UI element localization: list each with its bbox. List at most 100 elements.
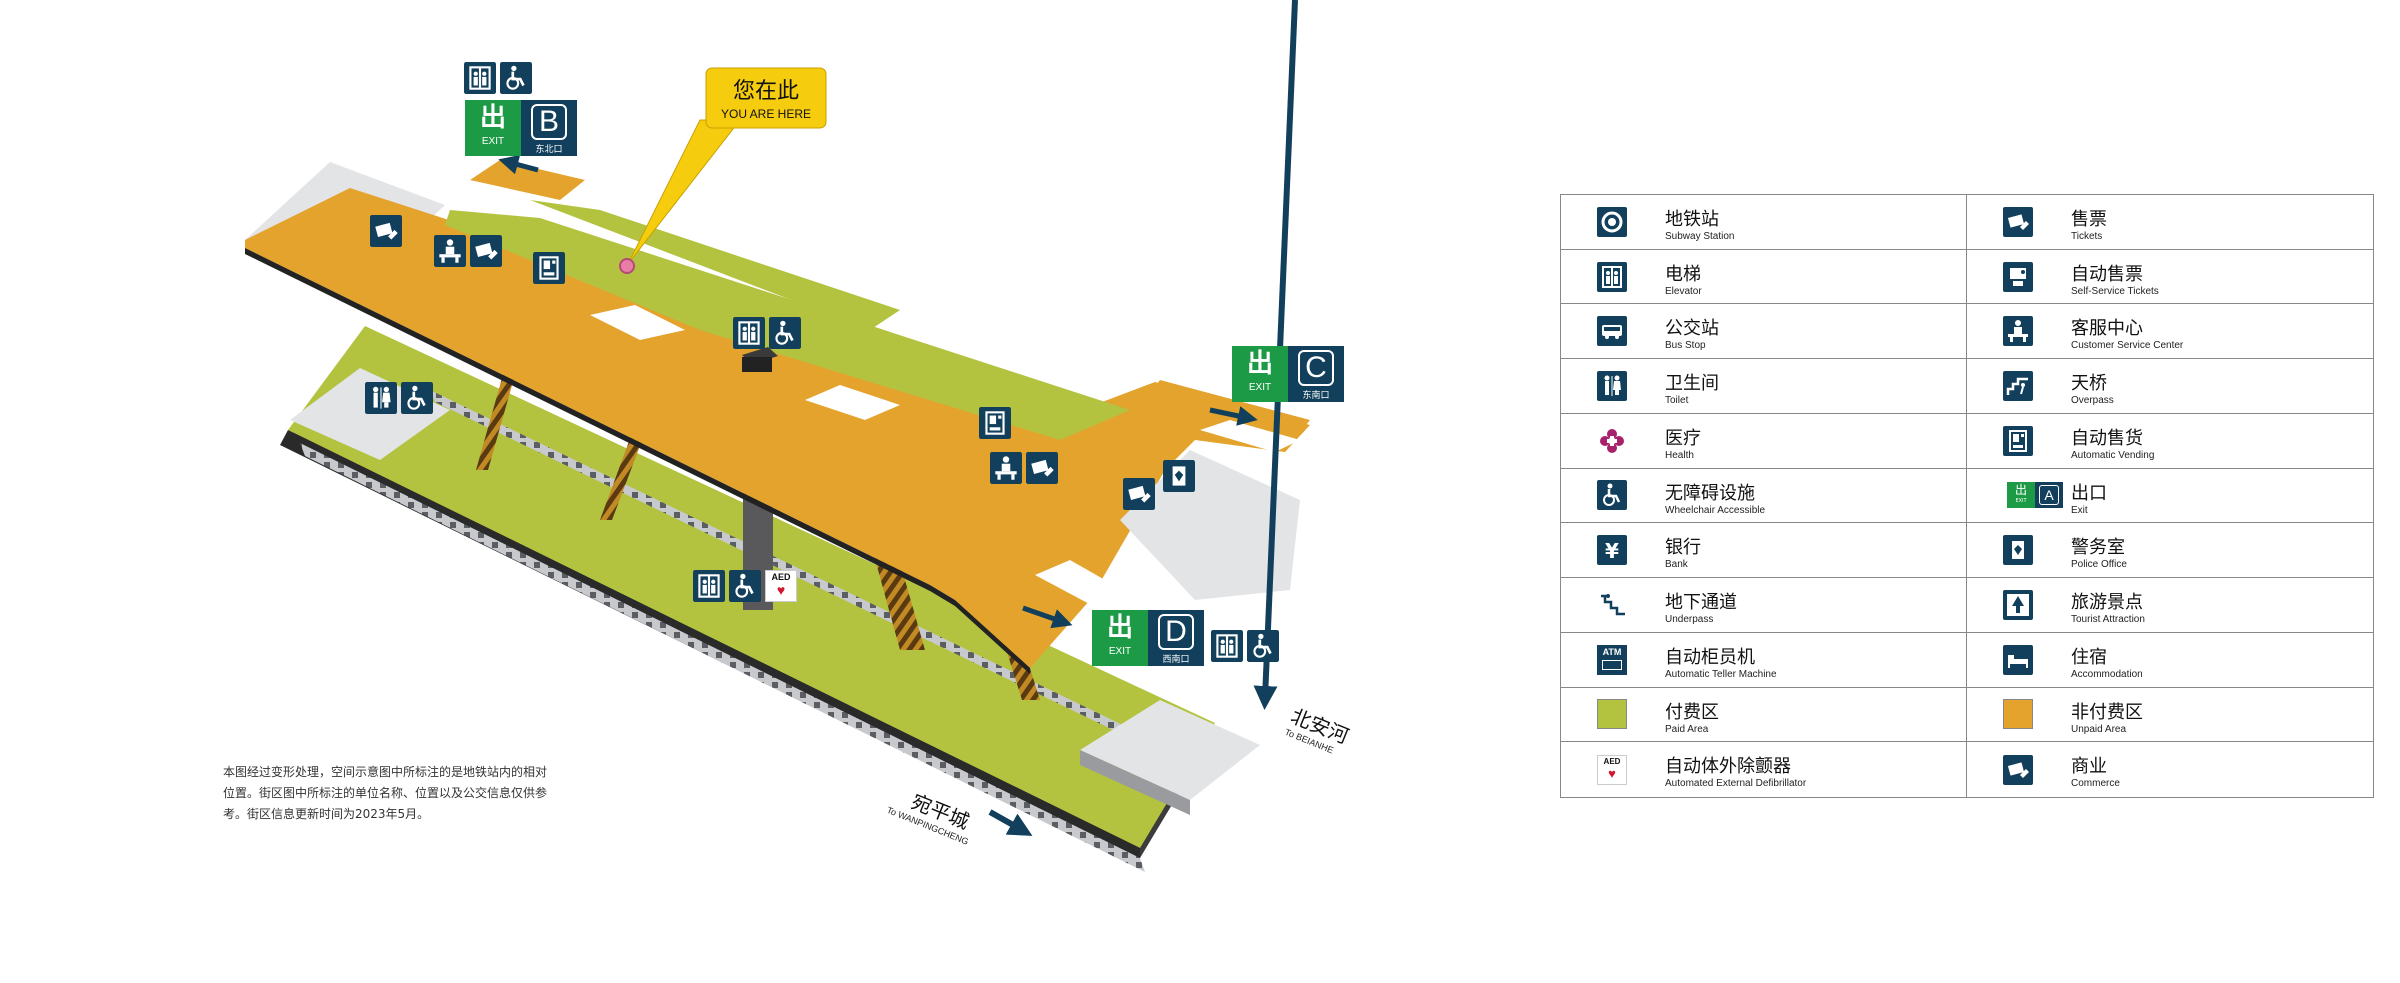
exit-letter-panel: D 西南口 South West Exit — [1148, 610, 1204, 670]
unpaid-area-swatch — [2003, 699, 2033, 730]
atm-icon: ATM — [1597, 644, 1627, 675]
map-wheelchair-icon — [1247, 630, 1279, 662]
customer-service-icon — [2003, 316, 2033, 347]
unpaid-area-floor — [245, 188, 1310, 668]
legend-label-en: Automated External Defibrillator — [1665, 778, 1807, 790]
exit-word: EXIT — [2015, 498, 2027, 505]
toilet-icon — [1597, 371, 1627, 402]
map-customer-service-icon — [990, 452, 1022, 484]
exit-glyph: 出 — [1246, 349, 1273, 379]
legend-label-en: Tickets — [2071, 231, 2103, 242]
exit-en: North East Exit — [535, 155, 563, 160]
commerce-icon — [2003, 754, 2033, 785]
legend-label-zh: 客服中心 — [2071, 318, 2143, 340]
svg-text:¥: ¥ — [1605, 539, 1619, 563]
map-vending-icon — [979, 407, 1011, 439]
legend-label-en: Health — [1665, 449, 1694, 461]
exit-green-panel: 出 EXIT — [1232, 346, 1288, 402]
legend-label-en: Toilet — [1665, 395, 1689, 407]
map-tickets-icon — [1123, 478, 1155, 510]
legend-label-en: Automatic Vending — [2071, 449, 2155, 461]
map-toilet-icon — [365, 382, 397, 414]
map-wheelchair-icon — [729, 570, 761, 602]
aed-icon: AED ♥ — [1597, 754, 1627, 785]
legend-label-en: Paid Area — [1665, 723, 1709, 735]
exit-zh: 东南口 — [1302, 391, 1330, 401]
wall-block-west — [290, 368, 450, 460]
exit-icon: 出 EXIT A — [2007, 482, 2063, 509]
legend-label-en: Tourist Attraction — [2071, 614, 2145, 626]
subway-station-icon — [1597, 206, 1627, 237]
legend-label-zh: 非付费区 — [2071, 701, 2143, 723]
exit-word: EXIT — [481, 136, 505, 147]
wall-block-east — [1080, 700, 1260, 800]
exit-letter-panel: C 东南口 South East Exit — [1288, 346, 1344, 406]
legend-label-en: Wheelchair Accessible — [1665, 504, 1766, 516]
you-are-here-en: YOU ARE HERE — [720, 107, 812, 121]
exit-letter-panel: B 东北口 North East Exit — [521, 100, 577, 160]
legend-label-zh: 自动售货 — [2071, 427, 2143, 449]
legend-label-zh: 电梯 — [1665, 263, 1701, 285]
health-icon — [1597, 426, 1627, 456]
legend-label-zh: 售票 — [2071, 209, 2107, 230]
station-map: 出 EXIT B 东北口 North East Exit 出 EXIT C 东南… — [223, 0, 1352, 872]
legend-label-en: Automatic Teller Machine — [1665, 668, 1777, 680]
legend-label-zh: 旅游景点 — [2071, 592, 2143, 614]
legend-label-en: Police Office — [2071, 559, 2127, 571]
arrow-wanpingcheng — [988, 809, 1033, 836]
exit-zh: 东北口 — [535, 145, 563, 155]
exit-en: South East Exit — [1302, 401, 1330, 406]
map-customer-service-icon — [434, 235, 466, 267]
exit-glyph: 出 — [479, 103, 506, 133]
map-vending-icon — [533, 252, 565, 284]
tickets-icon — [2003, 206, 2033, 237]
exit-green-panel: 出 EXIT — [1092, 610, 1148, 666]
map-aed-icon: AED♥ — [765, 570, 797, 602]
map-police-office-icon — [1163, 460, 1195, 492]
legend-label-en: Overpass — [2071, 395, 2114, 407]
police-office-icon — [2003, 535, 2033, 566]
exit-glyph: 出 — [2014, 483, 2027, 498]
exit-sign-b: 出 EXIT B 东北口 North East Exit — [465, 100, 577, 160]
you-are-here-marker — [619, 67, 827, 274]
legend-label-zh: 自动体外除颤器 — [1665, 756, 1791, 778]
exit-word: EXIT — [1248, 382, 1272, 393]
legend-label-en: Accommodation — [2071, 668, 2143, 680]
map-commerce-icon — [1026, 452, 1058, 484]
exit-word: EXIT — [1108, 646, 1132, 657]
exit-letter: C — [1298, 350, 1334, 386]
track-rail-near — [300, 443, 1145, 872]
map-elevator-icon — [693, 570, 725, 602]
accommodation-icon — [2003, 644, 2033, 675]
exit-en: South West Exit — [1161, 665, 1191, 670]
arrow-exit-c — [1209, 406, 1258, 426]
legend-label-en: Exit — [2071, 504, 2088, 516]
aed-label: AED — [771, 572, 791, 582]
stair-opening-d — [1035, 560, 1140, 615]
bank-icon: ¥ — [1597, 535, 1627, 566]
vending-icon — [2003, 425, 2033, 456]
legend-label-en: Commerce — [2071, 778, 2120, 790]
exit-green-panel: 出 EXIT — [465, 100, 521, 156]
legend-label-zh: 地下通道 — [1665, 592, 1737, 614]
exit-letter: A — [2039, 485, 2059, 506]
self-service-ticket-icon — [2003, 261, 2033, 292]
exit-sign-c: 出 EXIT C 东南口 South East Exit — [1232, 346, 1344, 406]
